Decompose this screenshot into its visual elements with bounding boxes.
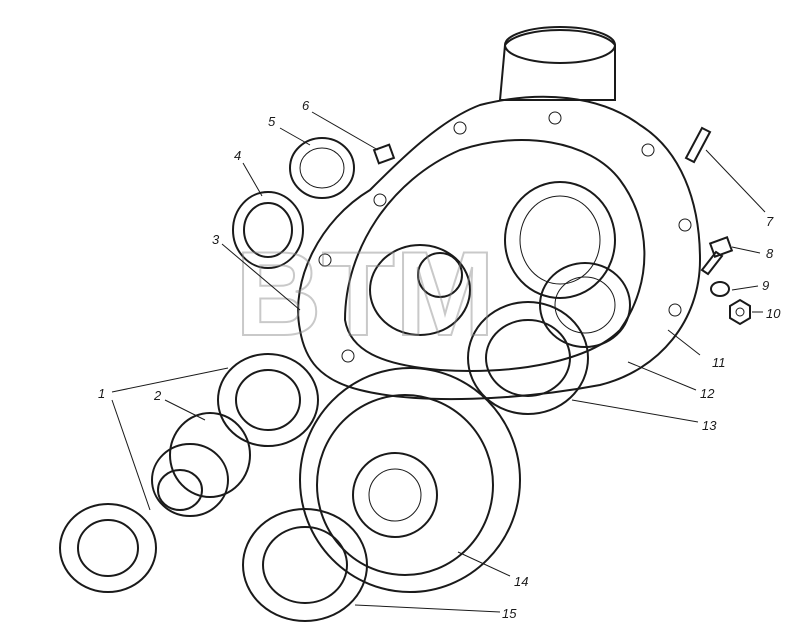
bearing-cup-outer <box>289 137 355 199</box>
nut-hole <box>735 307 745 317</box>
gear-shaft-teeth <box>169 412 251 498</box>
bolt-head <box>708 236 734 258</box>
bolt <box>700 236 734 276</box>
large-gear-web <box>316 394 494 576</box>
leader-2 <box>164 399 206 421</box>
callout-2: 2 <box>153 388 162 403</box>
flange-bolt-hole-7 <box>318 253 332 267</box>
callout-7: 7 <box>766 214 774 229</box>
callout-14: 14 <box>514 574 528 589</box>
nut <box>729 298 751 326</box>
leader-11 <box>667 329 701 356</box>
leader-14 <box>457 551 511 577</box>
bearing-upper-outer <box>217 353 319 447</box>
flange-bolt-hole-8 <box>341 349 355 363</box>
bearing-lower <box>59 503 157 593</box>
retaining-ring <box>232 191 304 269</box>
stud <box>684 126 712 164</box>
bearing-13-outer <box>467 301 589 415</box>
plug-body <box>372 143 396 165</box>
leader-13 <box>571 399 699 423</box>
gear-shaft-collar <box>151 443 229 517</box>
callout-10: 10 <box>766 306 781 321</box>
leader-6 <box>311 111 379 151</box>
watermark: BTM <box>235 227 495 361</box>
callout-15: 15 <box>502 606 517 621</box>
bearing-15-outer <box>242 508 368 622</box>
callout-11: 11 <box>712 355 726 370</box>
callout-1: 1 <box>98 386 105 401</box>
housing-neck-opening <box>504 26 616 64</box>
bearing-upper-inner <box>235 369 301 431</box>
bearing-cup-12-inner <box>554 276 616 334</box>
bearing-lower-outer <box>59 503 157 593</box>
leader-3 <box>221 243 301 311</box>
bearing-cup <box>289 137 355 199</box>
leader-12 <box>627 361 697 391</box>
callout-6: 6 <box>302 98 310 113</box>
leader-9 <box>731 285 759 291</box>
large-gear-spline <box>368 468 422 522</box>
leader-8 <box>731 246 761 254</box>
flange-bolt-hole-3 <box>641 143 655 157</box>
bearing-15-inner <box>262 526 348 604</box>
bearing-15 <box>242 508 368 622</box>
leader-7 <box>705 149 766 213</box>
callout-9: 9 <box>762 278 769 293</box>
callouts: 1 2 3 4 5 6 7 8 9 10 11 12 13 14 15 <box>98 98 781 621</box>
flange-bolt-hole-6 <box>373 193 387 207</box>
callout-5: 5 <box>268 114 276 129</box>
housing-neck <box>498 29 616 101</box>
bearing-cup-12 <box>539 262 631 348</box>
flange-bolt-hole-4 <box>678 218 692 232</box>
housing-body <box>343 139 646 372</box>
bolt-shank <box>700 250 724 276</box>
flange-bolt-hole-1 <box>453 121 467 135</box>
bearing-upper <box>217 353 319 447</box>
housing-bore-large <box>504 181 616 299</box>
bearing-cup-inner <box>299 147 345 189</box>
flange-bolt-hole-2 <box>548 111 562 125</box>
bearing-lower-inner <box>77 519 139 577</box>
spring-washer <box>710 281 730 297</box>
leader-1a <box>111 367 229 393</box>
large-gear-hub <box>352 452 438 538</box>
bearing-13-inner <box>485 319 571 397</box>
flange-bolt-hole-5 <box>668 303 682 317</box>
leader-15 <box>354 604 501 613</box>
callout-3: 3 <box>212 232 220 247</box>
leader-lines <box>111 111 766 613</box>
callout-12: 12 <box>700 386 715 401</box>
retaining-ring-inner <box>243 202 293 258</box>
housing-hub <box>417 252 463 298</box>
leader-4 <box>242 162 263 197</box>
large-gear-teeth <box>299 367 521 593</box>
bearing-13 <box>467 301 589 415</box>
housing <box>297 26 702 401</box>
stud-shape <box>684 126 712 164</box>
gear-shaft-bore <box>157 469 203 511</box>
housing-bore-small <box>369 244 471 336</box>
plug <box>372 143 396 165</box>
callout-13: 13 <box>702 418 717 433</box>
housing-bore-large-inner <box>519 195 601 285</box>
leader-5 <box>279 127 311 146</box>
leader-1b <box>111 399 151 511</box>
housing-flange <box>297 95 702 401</box>
gear-shaft <box>151 412 251 517</box>
callout-8: 8 <box>766 246 774 261</box>
callout-4: 4 <box>234 148 241 163</box>
retaining-ring-outer <box>232 191 304 269</box>
large-gear <box>299 367 521 593</box>
